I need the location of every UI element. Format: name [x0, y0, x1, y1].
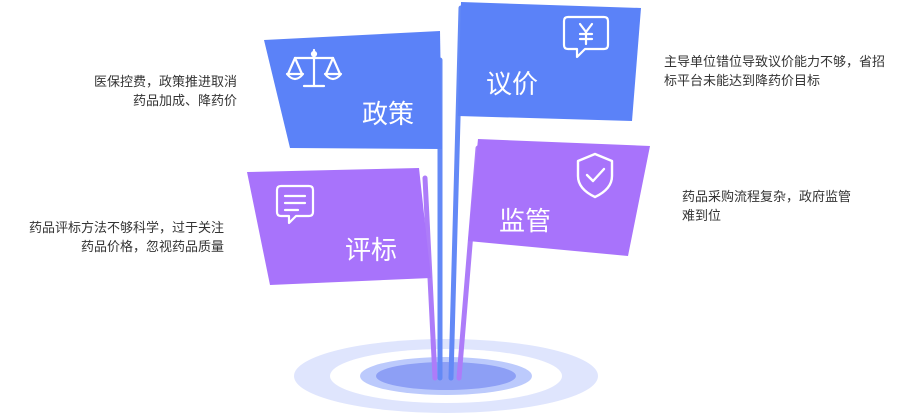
- flag-evaluation: 评标: [247, 168, 431, 285]
- desc-evaluation: 药品评标方法不够科学，过于关注 药品价格，忽视药品质量: [29, 219, 224, 257]
- desc-policy-line-2: 药品加成、降药价: [132, 94, 237, 109]
- desc-supervision-line-1: 药品采购流程复杂，政府监管: [682, 190, 852, 205]
- desc-policy: 医保控费，政策推进取消 药品加成、降药价: [94, 73, 237, 111]
- yuan-chat-icon: [562, 15, 610, 59]
- desc-evaluation-line-1: 药品评标方法不够科学，过于关注: [28, 221, 224, 236]
- desc-policy-line-1: 医保控费，政策推进取消: [93, 75, 237, 90]
- desc-evaluation-line-2: 药品价格，忽视药品质量: [80, 240, 224, 255]
- document-chat-icon: [275, 184, 315, 225]
- target-rings: [294, 339, 598, 413]
- scales-icon: [285, 48, 343, 88]
- flag-label-supervision: 监管: [499, 207, 551, 237]
- flag-label-evaluation: 评标: [345, 236, 397, 266]
- ring-center: [376, 362, 516, 390]
- shield-check-icon: [576, 152, 614, 199]
- desc-supervision: 药品采购流程复杂，政府监管 难到位: [682, 188, 851, 226]
- flag-supervision: 监管: [468, 139, 650, 256]
- flag-label-policy: 政策: [362, 100, 414, 130]
- desc-supervision-line-2: 难到位: [682, 209, 722, 224]
- desc-pricing-line-2: 标平台未能达到降药价目标: [664, 74, 821, 89]
- desc-pricing: 主导单位错位导致议价能力不够，省招 标平台未能达到降药价目标: [664, 53, 885, 91]
- flag-policy: 政策: [264, 31, 442, 149]
- flag-pricing: 议价: [458, 2, 641, 121]
- desc-pricing-line-1: 主导单位错位导致议价能力不够，省招: [664, 55, 886, 70]
- flag-label-pricing: 议价: [486, 70, 538, 100]
